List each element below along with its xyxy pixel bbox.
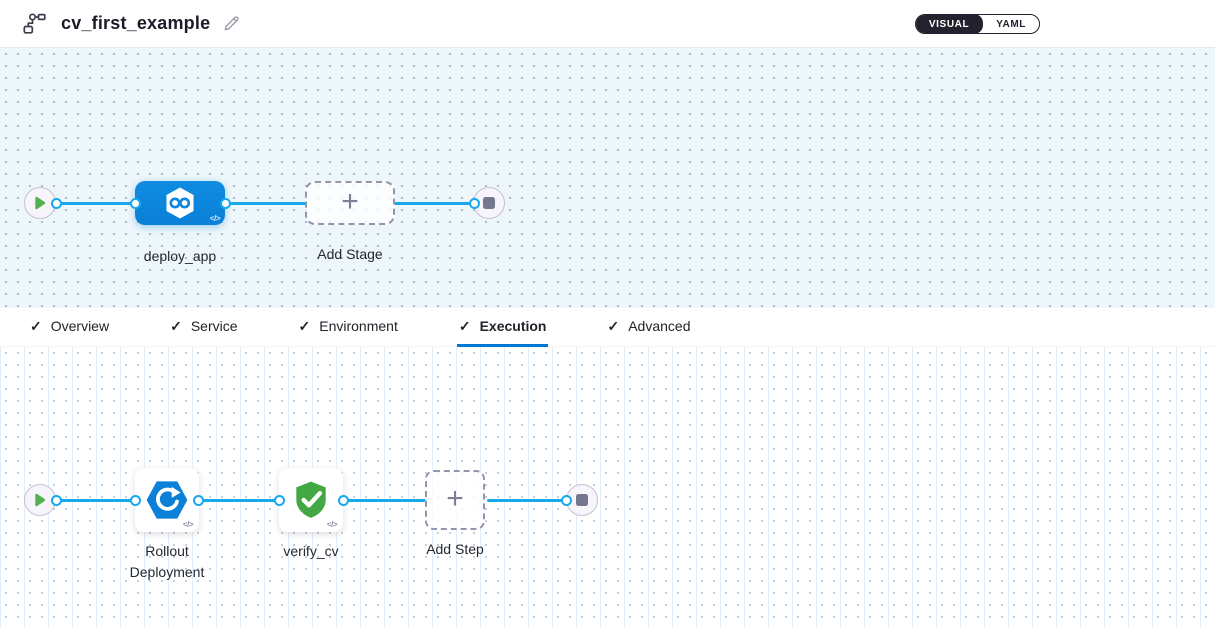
- pipeline-icon: [22, 12, 47, 36]
- plus-icon: +: [341, 184, 359, 218]
- verify-shield-icon: [296, 481, 326, 518]
- add-step-label: Add Step: [426, 541, 484, 557]
- rollout-deployment-icon: [146, 481, 188, 519]
- tab-service[interactable]: ✓ Service: [168, 308, 239, 347]
- step-label: verify_cv: [283, 543, 339, 559]
- execution-canvas[interactable]: </> </> + Rollout Deployment verify_cv A…: [0, 347, 1215, 628]
- port: [219, 197, 231, 209]
- tab-label: Execution: [479, 318, 547, 334]
- step-node-rollout-deployment[interactable]: </>: [135, 468, 199, 532]
- check-icon: ✓: [607, 317, 620, 334]
- pipeline-title: cv_first_example: [61, 13, 211, 33]
- stage-label: deploy_app: [143, 248, 217, 264]
- port: [468, 197, 480, 209]
- add-stage-label: Add Stage: [317, 246, 383, 262]
- cd-stage-icon: [166, 187, 194, 219]
- stop-icon: [576, 494, 588, 506]
- step-label: Rollout Deployment: [129, 543, 205, 580]
- edge-start-to-stage: [55, 201, 137, 205]
- add-stage-button[interactable]: +: [305, 181, 395, 225]
- visual-yaml-toggle: VISUAL YAML: [914, 14, 1040, 34]
- play-icon: [35, 493, 46, 507]
- edge-addstage-to-end: [393, 201, 475, 205]
- port: [51, 197, 62, 209]
- port: [193, 494, 204, 506]
- toggle-yaml[interactable]: YAML: [996, 18, 1026, 30]
- edit-pencil-icon[interactable]: [222, 14, 241, 33]
- header: cv_first_example VISUAL YAML: [0, 0, 1215, 48]
- code-icon: </>: [326, 520, 338, 529]
- tab-execution[interactable]: ✓ Execution: [456, 308, 549, 347]
- play-icon: [35, 196, 46, 210]
- check-icon: ✓: [30, 317, 42, 334]
- tab-label: Service: [190, 318, 238, 334]
- stage-canvas[interactable]: </> + deploy_app Add Stage: [0, 48, 1215, 308]
- port: [51, 494, 62, 506]
- tab-advanced[interactable]: ✓ Advanced: [605, 308, 692, 347]
- code-icon: </>: [182, 520, 194, 529]
- edge-rollout-to-verify: [201, 498, 282, 502]
- tab-label: Advanced: [628, 318, 691, 334]
- edge-stage-to-addstage: [223, 201, 307, 205]
- check-icon: ✓: [298, 317, 311, 334]
- plus-icon: +: [446, 481, 464, 515]
- toggle-visual[interactable]: VISUAL: [915, 15, 984, 33]
- edge-verify-to-addstep: [346, 498, 427, 502]
- tab-label: Environment: [319, 318, 398, 334]
- code-icon: </>: [209, 214, 221, 223]
- tab-label: Overview: [50, 318, 110, 334]
- stop-icon: [483, 197, 495, 209]
- port: [560, 494, 572, 506]
- pipeline-start-node[interactable]: [24, 187, 56, 219]
- check-icon: ✓: [458, 317, 471, 334]
- tab-overview[interactable]: ✓ Overview: [28, 308, 111, 347]
- stage-node-deploy-app[interactable]: </>: [135, 181, 225, 225]
- port: [337, 494, 349, 506]
- port: [129, 494, 141, 506]
- edge-addstep-to-end: [487, 498, 568, 502]
- edge-start-to-rollout: [55, 498, 137, 502]
- stage-config-tabs: ✓ Overview ✓ Service ✓ Environment ✓ Exe…: [0, 308, 1215, 347]
- port: [129, 197, 141, 209]
- add-step-button[interactable]: +: [425, 470, 485, 530]
- check-icon: ✓: [170, 317, 182, 334]
- port: [273, 494, 285, 506]
- step-node-verify-cv[interactable]: </>: [279, 468, 343, 532]
- tab-environment[interactable]: ✓ Environment: [297, 308, 400, 347]
